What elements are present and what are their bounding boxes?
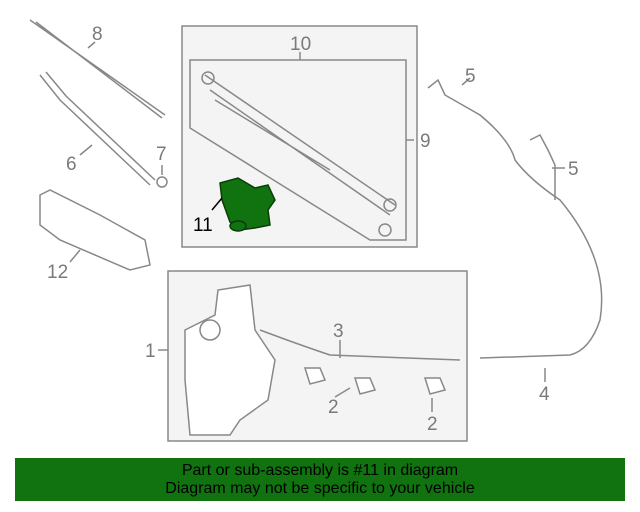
cowl-bracket (39, 189, 151, 271)
callout-7: 7 (156, 144, 167, 165)
callout-2: 2 (427, 414, 438, 435)
wiper-blade (29, 19, 166, 119)
callout-12: 12 (47, 262, 68, 283)
callout-8: 8 (92, 24, 103, 45)
callout-11[interactable]: 11 (193, 215, 213, 236)
callout-5: 5 (568, 159, 579, 180)
wiper-motor-part-11[interactable] (219, 177, 276, 232)
nut (156, 176, 168, 188)
callout-6: 6 (66, 154, 77, 175)
banner-line-1: Part or sub-assembly is #11 in diagram (181, 462, 459, 479)
callout-4: 4 (539, 384, 550, 405)
washer-hose (259, 329, 461, 361)
callout-2: 2 (328, 397, 339, 418)
washer-reservoir (184, 284, 276, 436)
wiper-arm (39, 71, 156, 186)
callout-3: 3 (333, 321, 344, 342)
wiper-linkage (204, 74, 396, 216)
banner-line-2: Diagram may not be specific to your vehi… (165, 480, 475, 497)
callout-1: 1 (145, 341, 156, 362)
callout-5: 5 (465, 66, 476, 87)
callout-9: 9 (420, 131, 431, 152)
info-banner: Part or sub-assembly is #11 in diagram D… (15, 458, 625, 501)
nozzle-hose (427, 78, 603, 359)
callout-10: 10 (290, 34, 311, 55)
